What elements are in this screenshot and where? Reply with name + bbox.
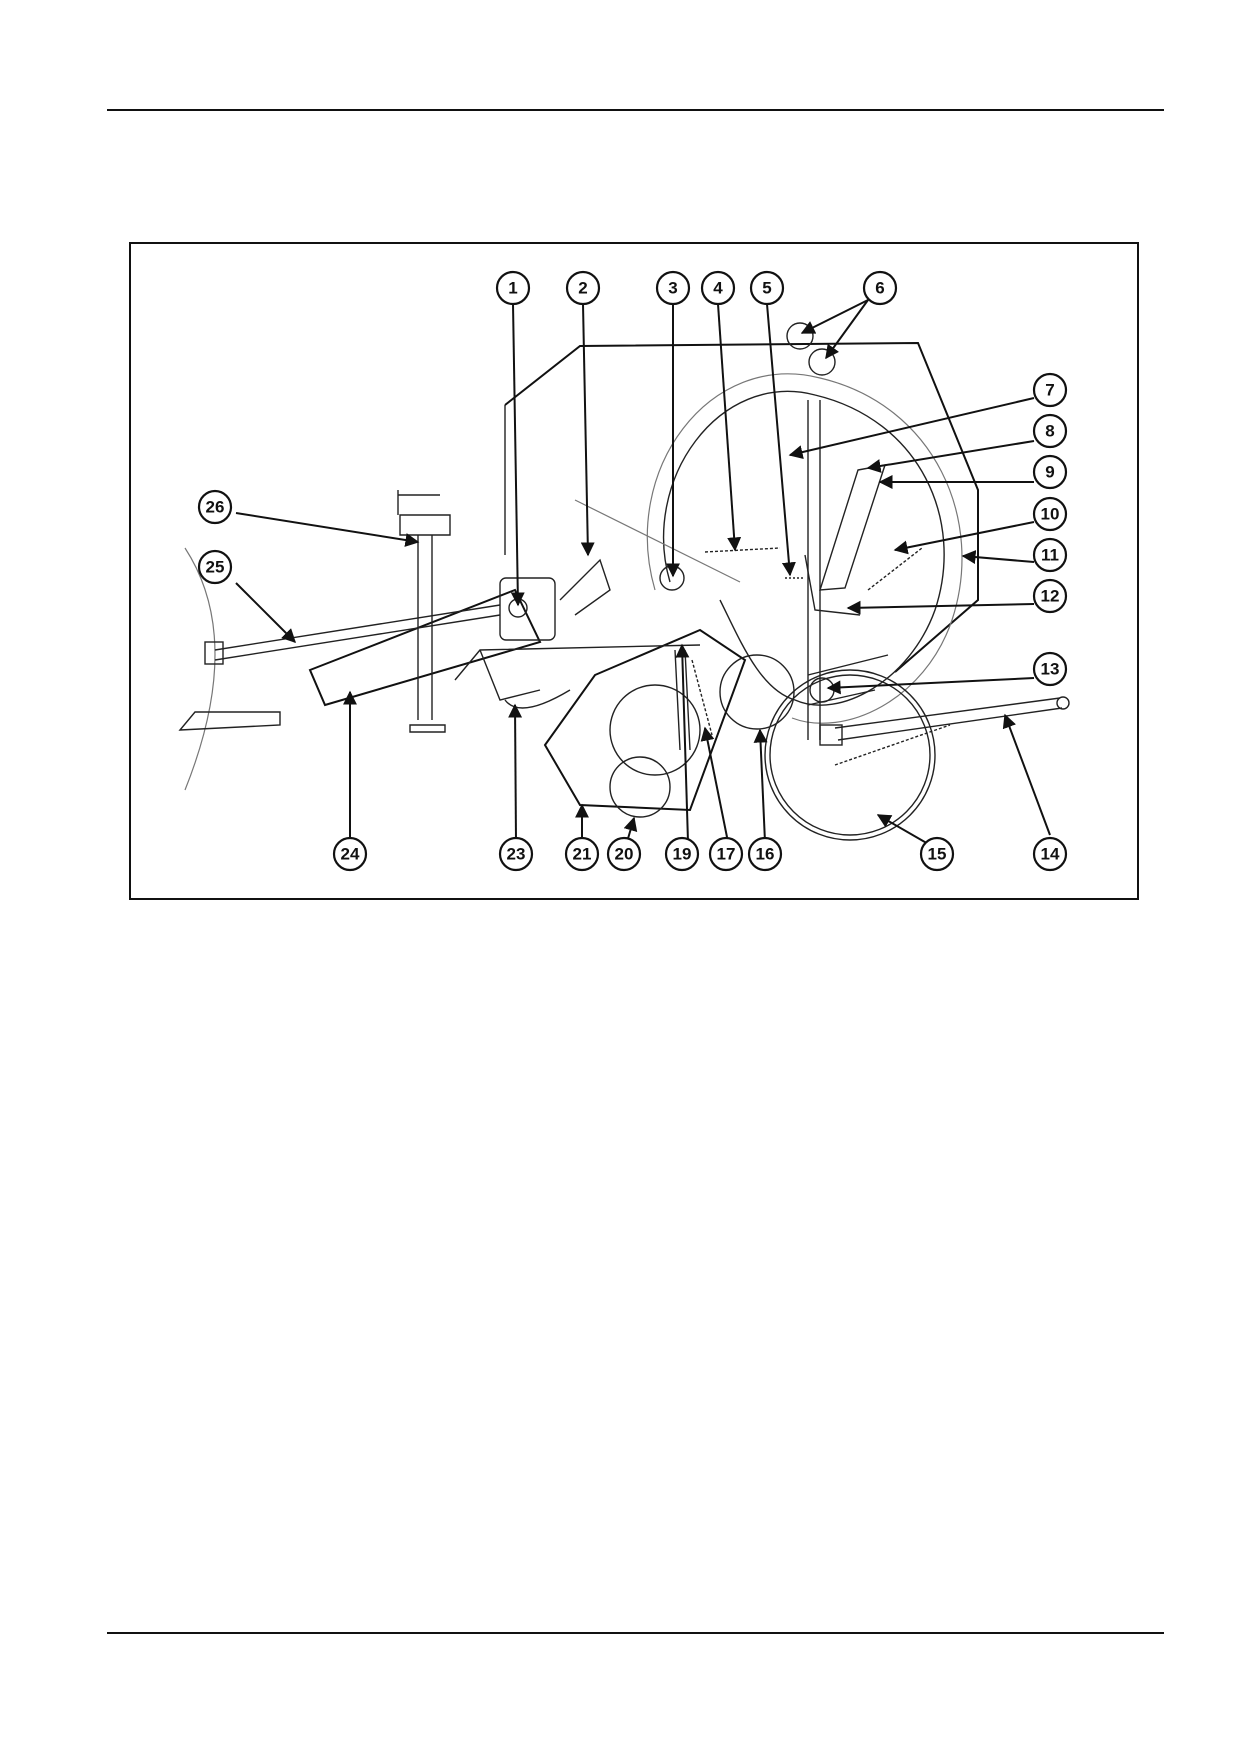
leader-lines [235,299,1051,846]
control-cable [574,499,741,583]
header-rule [107,109,1164,111]
strut [674,649,691,751]
chamber-chain-inner [662,390,945,706]
svg-text:3: 3 [668,279,677,298]
svg-text:5: 5 [762,279,771,298]
drawbar [308,588,542,707]
svg-text:13: 13 [1041,660,1060,679]
idler-roller-lower [808,348,836,376]
tailgate-arm [807,654,889,706]
callout-4: 4 [700,270,736,306]
spring-10 [867,547,923,591]
guard-rod [504,689,571,709]
svg-text:2: 2 [578,279,587,298]
feed-rotor [719,654,795,730]
callout-15: 15 [919,836,955,872]
callout-17: 17 [708,836,744,872]
callout-23: 23 [498,836,534,872]
bale-inner [769,674,931,836]
tie-bar [834,697,1063,741]
svg-text:8: 8 [1045,422,1054,441]
footer-rule [107,1632,1164,1634]
callout-3: 3 [655,270,691,306]
svg-text:25: 25 [206,558,225,577]
callout-2: 2 [565,270,601,306]
svg-text:6: 6 [875,279,884,298]
spring-17 [691,659,713,736]
spring-4 [704,547,781,553]
callout-19: 19 [664,836,700,872]
callout-8: 8 [1032,413,1068,449]
gearbox [499,577,556,641]
callout-13: 13 [1032,651,1068,687]
callout-5: 5 [749,270,785,306]
hydraulic-cylinder [819,464,887,591]
tie-bar-bracket [819,724,843,746]
spring-14 [834,724,951,766]
baler-body-outline [504,341,979,673]
callout-25: 25 [197,549,233,585]
callout-12: 12 [1032,578,1068,614]
svg-text:9: 9 [1045,463,1054,482]
idler-roller-upper [786,322,814,350]
pto-coupler [204,641,224,665]
machine-drawing [178,322,1070,841]
svg-text:11: 11 [1041,546,1059,565]
frame-post [807,400,821,740]
svg-text:21: 21 [573,845,592,864]
callout-11: 11 [1032,537,1068,573]
svg-text:10: 10 [1041,505,1060,524]
jack-handle [397,490,440,515]
jack-stand [399,514,451,720]
svg-text:26: 26 [206,498,225,517]
svg-text:15: 15 [928,845,947,864]
callout-21: 21 [564,836,600,872]
callout-6: 6 [862,270,898,306]
callout-7: 7 [1032,372,1068,408]
svg-text:16: 16 [756,845,775,864]
svg-text:19: 19 [673,845,692,864]
svg-text:24: 24 [341,845,360,864]
jack-foot [409,724,446,733]
pto-shaft [214,604,501,661]
bale-outline [764,669,936,841]
figure-frame [129,242,1139,900]
callout-26: 26 [197,489,233,525]
svg-text:14: 14 [1041,845,1060,864]
callout-10: 10 [1032,496,1068,532]
hitch-plate [178,711,281,731]
chamber-chain-outer [646,373,963,724]
svg-text:1: 1 [508,279,517,298]
tie-bar-end [1056,696,1070,710]
lever [804,554,861,616]
front-guard [454,644,701,701]
callout-9: 9 [1032,454,1068,490]
pickup-reel [609,684,701,776]
pickup-wheel [609,756,671,818]
callout-16: 16 [747,836,783,872]
callout-20: 20 [606,836,642,872]
callout-14: 14 [1032,836,1068,872]
pivot-roller [809,677,835,703]
pickup-housing [543,628,747,812]
callout-1: 1 [495,270,531,306]
svg-text:23: 23 [507,845,526,864]
drive-linkage [559,558,611,616]
svg-text:4: 4 [713,279,723,298]
svg-text:7: 7 [1045,381,1054,400]
svg-text:17: 17 [717,845,736,864]
tractor-wheel-arc [184,547,216,791]
svg-text:20: 20 [615,845,634,864]
callout-24: 24 [332,836,368,872]
svg-text:12: 12 [1041,587,1060,606]
